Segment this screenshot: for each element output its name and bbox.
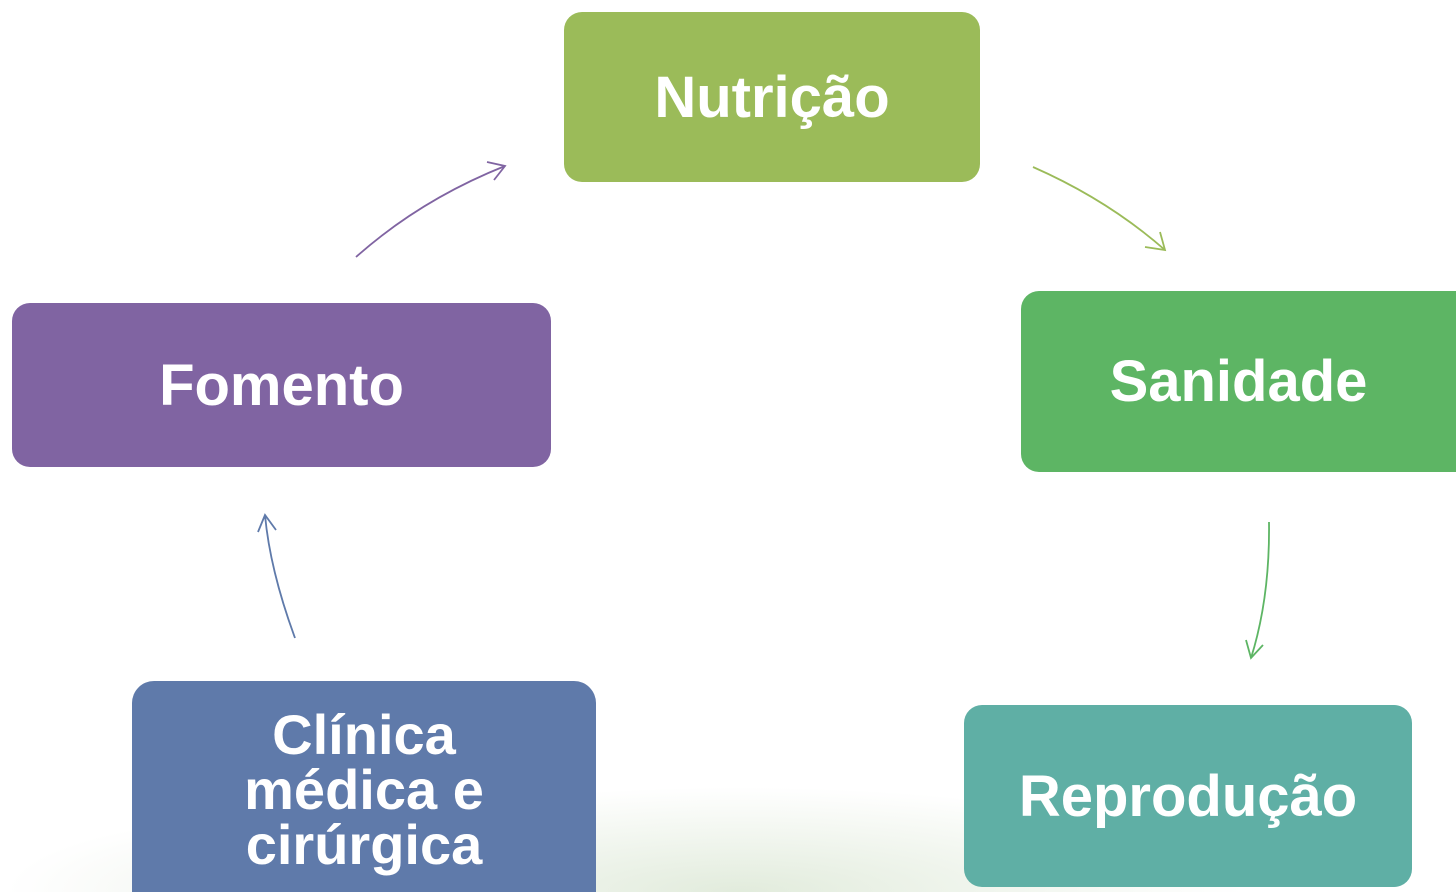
step-sanidade: Sanidade: [1021, 291, 1456, 472]
arrow-sanidade-to-reproducao: [1245, 521, 1270, 660]
arrow-nutricao-to-sanidade: [1032, 166, 1167, 252]
step-fomento-label: Fomento: [159, 352, 404, 418]
step-nutricao-label: Nutrição: [654, 64, 890, 130]
arrow-fomento-to-nutricao: [355, 161, 507, 258]
arrow-clinica-to-fomento: [257, 513, 296, 639]
step-fomento: Fomento: [12, 303, 551, 467]
step-sanidade-label: Sanidade: [1109, 349, 1368, 414]
step-nutricao: Nutrição: [564, 12, 980, 182]
step-reproducao: Reprodução: [964, 705, 1412, 887]
step-clinica-label: Clínica médica e cirúrgica: [244, 703, 484, 876]
step-clinica-medica-e-cirurgica: Clínica médica e cirúrgica: [132, 681, 596, 892]
step-reproducao-label: Reprodução: [1018, 763, 1358, 829]
